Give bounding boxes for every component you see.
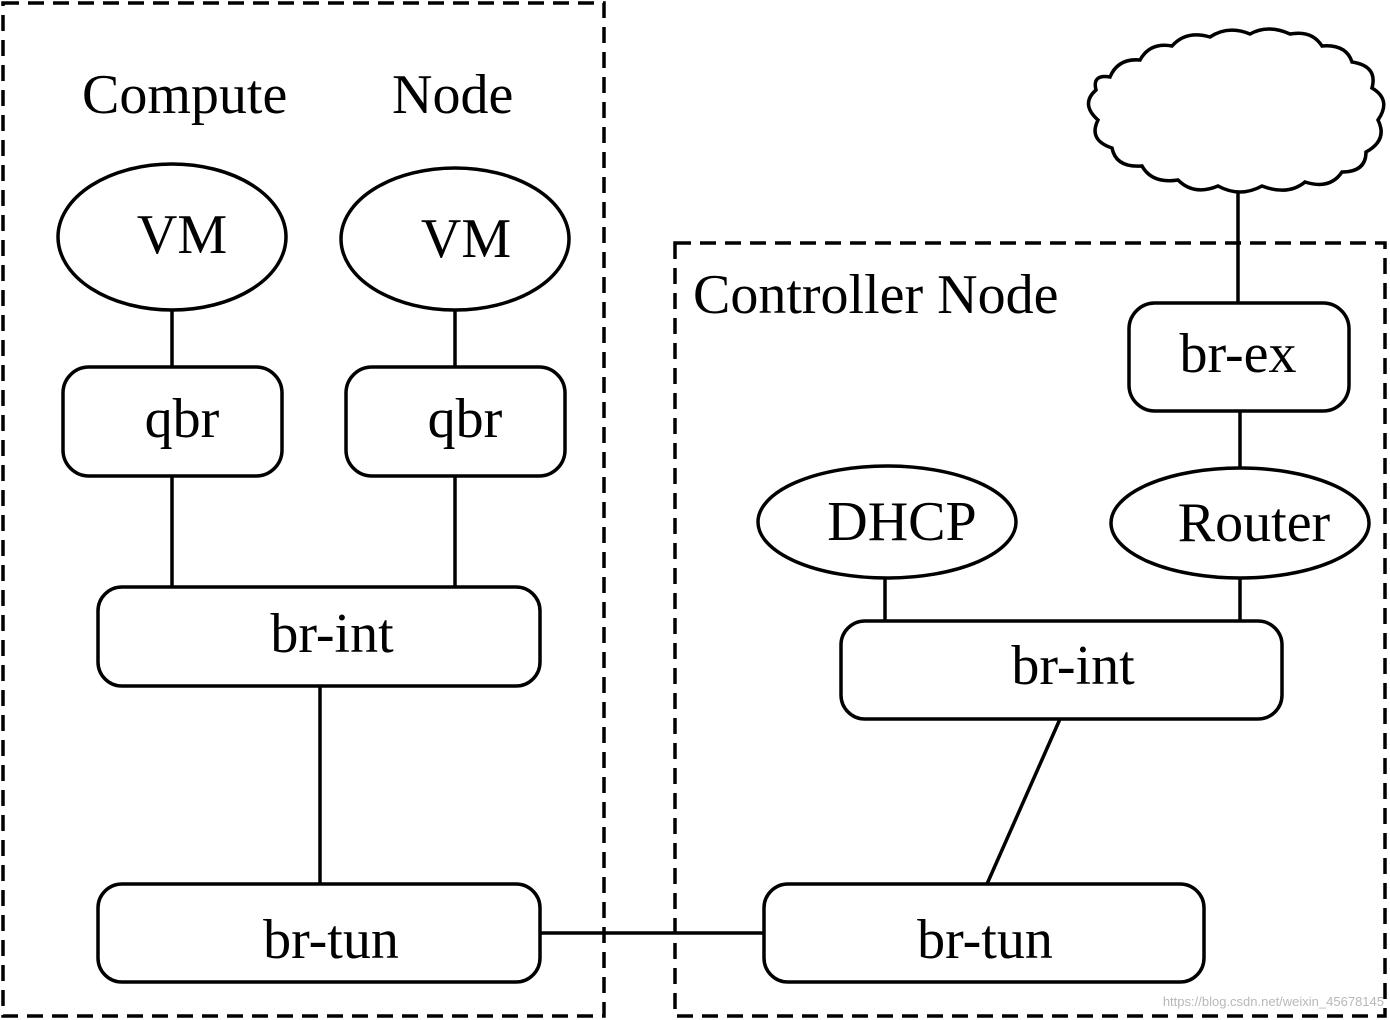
controller-br-int — [839, 619, 1284, 721]
controller-br-int-label: br-int — [1011, 635, 1135, 697]
compute-br-tun-label: br-tun — [263, 909, 399, 971]
compute-br-tun — [96, 882, 542, 984]
controller-br-tun — [762, 882, 1206, 984]
compute-title-left: Compute — [82, 64, 287, 126]
qbr-bridge-1 — [61, 365, 284, 478]
controller-title: Controller Node — [693, 264, 1058, 326]
compute-node-boundary — [1, 1, 606, 1018]
cloud-icon — [1086, 27, 1386, 194]
watermark: https://blog.csdn.net/weixin_45678145 — [1163, 994, 1384, 1009]
vm-label-2: VM — [421, 208, 511, 270]
compute-br-int — [96, 585, 542, 688]
controller-node-boundary — [673, 241, 1387, 1018]
vm-node-2 — [339, 166, 571, 312]
compute-title-right: Node — [392, 64, 513, 126]
qbr-label-1: qbr — [145, 388, 220, 450]
controller-br-tun-label: br-tun — [917, 909, 1053, 971]
link-ctrl-brtun-brint — [985, 718, 1062, 885]
controller-br-ex — [1127, 301, 1351, 413]
qbr-label-2: qbr — [428, 388, 503, 450]
compute-br-int-label: br-int — [270, 603, 394, 665]
dhcp-label: DHCP — [827, 491, 976, 553]
vm-node-1 — [56, 162, 288, 312]
qbr-bridge-2 — [344, 365, 567, 478]
vm-label-1: VM — [137, 204, 227, 266]
controller-br-ex-label: br-ex — [1179, 323, 1296, 385]
router-label: Router — [1178, 492, 1331, 554]
router-node — [1109, 466, 1371, 580]
dhcp-node — [756, 464, 1018, 580]
